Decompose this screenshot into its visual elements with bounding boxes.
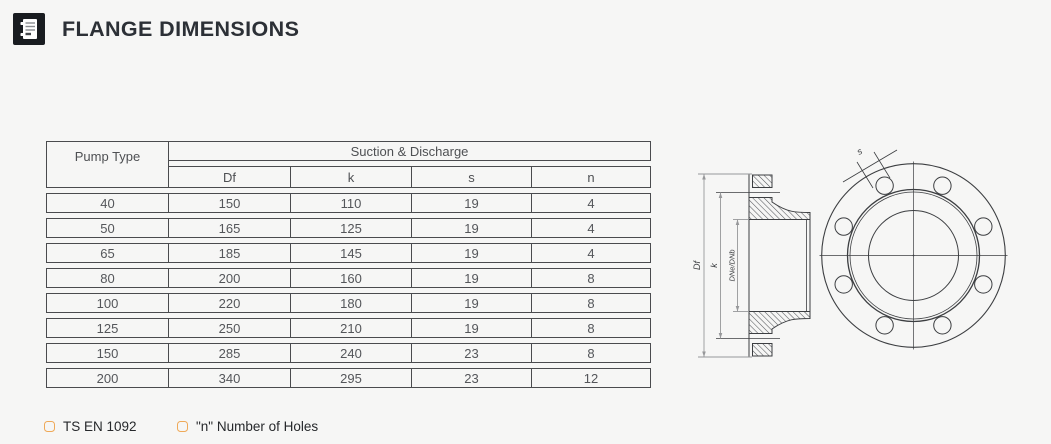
column-header-pump-type: Pump Type — [46, 141, 169, 188]
table-header-row-1: Pump Type Suction & Discharge — [46, 141, 652, 188]
cell-s: 23 — [412, 368, 532, 388]
column-header-k: k — [291, 166, 412, 188]
side-view — [716, 174, 811, 357]
table-row: 200 340 295 23 12 — [46, 368, 652, 388]
cell-df: 220 — [169, 293, 291, 313]
column-header-s: s — [412, 166, 532, 188]
flange-dimensions-table: Pump Type Suction & Discharge Df k s n 4… — [46, 136, 652, 393]
cell-n: 8 — [532, 343, 652, 363]
cell-df: 185 — [169, 243, 291, 263]
cell-df: 340 — [169, 368, 291, 388]
cell-pump-type: 150 — [46, 343, 169, 363]
cell-pump-type: 100 — [46, 293, 169, 313]
side-view-dimensions — [698, 173, 752, 358]
table-row: 65 185 145 19 4 — [46, 243, 652, 263]
table-row: 150 285 240 23 8 — [46, 343, 652, 363]
cell-n: 4 — [532, 243, 652, 263]
cell-k: 110 — [291, 193, 412, 213]
circle-bullet-icon — [44, 421, 55, 432]
cell-df: 285 — [169, 343, 291, 363]
column-header-df: Df — [169, 166, 291, 188]
cell-s: 19 — [412, 193, 532, 213]
hole-dimension — [842, 149, 898, 189]
cell-s: 23 — [412, 343, 532, 363]
front-view — [819, 149, 1008, 350]
cell-df: 165 — [169, 218, 291, 238]
note-standard: TS EN 1092 — [44, 419, 137, 434]
note-standard-label: TS EN 1092 — [63, 419, 137, 434]
cell-k: 240 — [291, 343, 412, 363]
cell-df: 250 — [169, 318, 291, 338]
table-row: 100 220 180 19 8 — [46, 293, 652, 313]
cell-n: 4 — [532, 218, 652, 238]
cell-pump-type: 40 — [46, 193, 169, 213]
cell-n: 8 — [532, 268, 652, 288]
cell-s: 19 — [412, 268, 532, 288]
table-header-row-2: Df k s n — [46, 166, 652, 188]
cell-k: 125 — [291, 218, 412, 238]
dim-label-bore: DNe/DNb — [728, 249, 737, 281]
table-row: 125 250 210 19 8 — [46, 318, 652, 338]
bolt-holes — [834, 176, 993, 335]
dimension-labels: Df k DNe/DNb s — [692, 146, 864, 282]
note-holes-label: "n" Number of Holes — [196, 419, 319, 434]
cell-s: 19 — [412, 243, 532, 263]
cell-n: 4 — [532, 193, 652, 213]
cell-k: 295 — [291, 368, 412, 388]
cell-k: 160 — [291, 268, 412, 288]
cell-k: 180 — [291, 293, 412, 313]
column-group-suction-discharge: Suction & Discharge — [169, 141, 652, 161]
circle-bullet-icon — [177, 421, 188, 432]
dim-label-hole: s — [855, 146, 864, 157]
table-row: 80 200 160 19 8 — [46, 268, 652, 288]
cell-n: 12 — [532, 368, 652, 388]
cell-n: 8 — [532, 293, 652, 313]
dim-label-df: Df — [692, 260, 702, 270]
dim-label-k: k — [709, 263, 719, 268]
flange-technical-drawing: Df k DNe/DNb s — [692, 146, 1008, 358]
column-header-n: n — [532, 166, 652, 188]
cell-pump-type: 125 — [46, 318, 169, 338]
note-number-of-holes: "n" Number of Holes — [177, 419, 318, 434]
cell-df: 200 — [169, 268, 291, 288]
dimension-arrows — [702, 174, 740, 357]
cell-pump-type: 50 — [46, 218, 169, 238]
cell-pump-type: 200 — [46, 368, 169, 388]
cell-k: 145 — [291, 243, 412, 263]
notebook-icon-glyph — [20, 19, 37, 39]
cell-df: 150 — [169, 193, 291, 213]
cell-s: 19 — [412, 293, 532, 313]
cell-n: 8 — [532, 318, 652, 338]
page-title: FLANGE DIMENSIONS — [62, 17, 300, 41]
cell-pump-type: 65 — [46, 243, 169, 263]
notebook-icon — [13, 13, 45, 45]
table-row: 40 150 110 19 4 — [46, 193, 652, 213]
cell-s: 19 — [412, 318, 532, 338]
cell-k: 210 — [291, 318, 412, 338]
cell-s: 19 — [412, 218, 532, 238]
table-row: 50 165 125 19 4 — [46, 218, 652, 238]
cell-pump-type: 80 — [46, 268, 169, 288]
